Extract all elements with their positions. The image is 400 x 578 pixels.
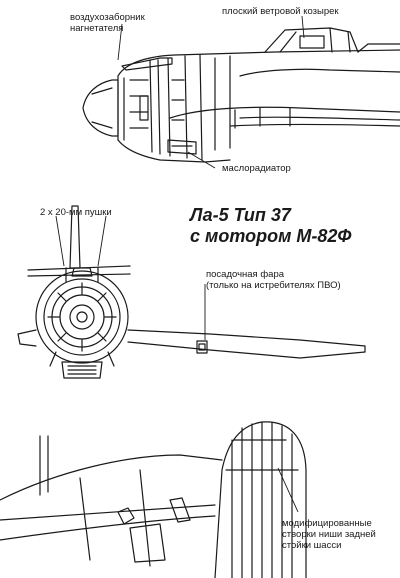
leader-cannon-left: [55, 215, 65, 267]
front-view: [17, 205, 366, 379]
label-windscreen: плоский ветровой козырек: [222, 6, 339, 17]
leader-air-intake: [117, 23, 123, 61]
rear-fuselage-view: [0, 421, 307, 578]
leader-windscreen: [301, 15, 305, 39]
label-cannons: 2 х 20-мм пушки: [40, 207, 112, 218]
nose-side-view: [82, 27, 400, 163]
label-oil-cooler: маслорадиатор: [222, 163, 291, 174]
label-landing-light: посадочная фара (только на истребителях …: [206, 269, 341, 291]
leader-cannon-right: [97, 215, 107, 267]
leader-gear-doors: [277, 467, 299, 513]
label-gear-doors: модифицированные створки ниши задней сто…: [282, 518, 376, 551]
leader-oil-cooler: [187, 151, 216, 169]
page-title: Ла-5 Тип 37 с мотором М-82Ф: [190, 205, 352, 246]
callout-leaders: [55, 15, 305, 513]
label-air-intake: воздухозаборник нагнетателя: [70, 12, 145, 34]
